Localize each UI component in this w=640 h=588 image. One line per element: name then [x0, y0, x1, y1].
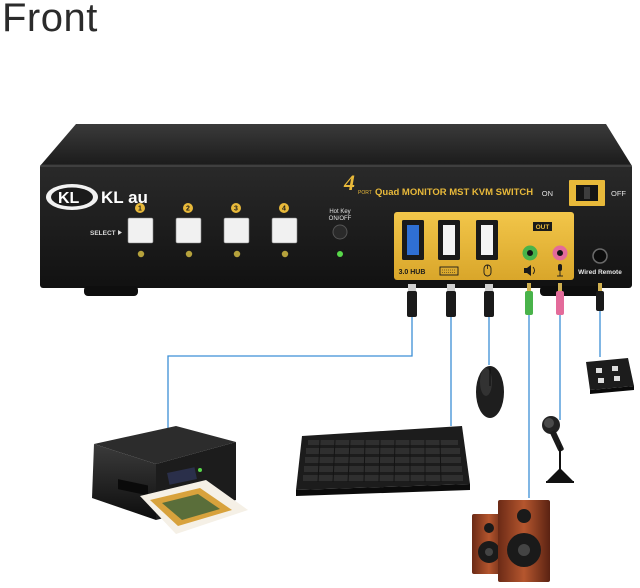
printer-icon — [92, 426, 248, 534]
wired-remote-device-icon — [586, 358, 634, 394]
select-label: SELECT — [90, 230, 116, 237]
port-1-number: 1 — [138, 206, 142, 213]
wired-remote-jack[interactable] — [592, 248, 608, 264]
power-switch: ON OFF — [542, 180, 626, 206]
keyboard-device-icon — [296, 426, 470, 496]
port-3-led — [233, 250, 241, 258]
hotkey-label-line2: ON/OFF — [329, 216, 352, 222]
svg-text:KL: KL — [58, 190, 80, 207]
port-4-led — [281, 250, 289, 258]
microphone-device-icon — [542, 416, 574, 483]
hub-label: 3.0 HUB — [399, 269, 426, 276]
port-2-selector[interactable]: 2 — [175, 203, 202, 258]
plug-printer — [407, 284, 417, 317]
port-count: 4 — [343, 170, 355, 195]
port-button-group: 1 2 3 4 — [127, 203, 298, 258]
wired-remote-label: Wired Remote — [578, 269, 622, 276]
page-heading: Front — [2, 0, 98, 40]
plug-mic — [556, 283, 564, 315]
port-panel: OUT 3.0 HUB — [394, 212, 574, 280]
brand-logo: KL KL au — [46, 184, 148, 210]
hotkey-control: Hot Key ON/OFF — [329, 209, 352, 257]
port-2-button[interactable] — [175, 217, 202, 244]
select-arrow-icon — [118, 230, 122, 235]
power-on-label: ON — [542, 189, 553, 198]
port-1-selector[interactable]: 1 — [127, 203, 154, 258]
microphone-icon — [557, 264, 563, 277]
port-1-button[interactable] — [127, 217, 154, 244]
port-4-number: 4 — [282, 206, 286, 213]
hotkey-label-line1: Hot Key — [329, 209, 350, 215]
port-3-button[interactable] — [223, 217, 250, 244]
mouse-icon — [483, 264, 492, 277]
connection-lines — [167, 311, 601, 498]
brand-suffix: KL au — [101, 188, 148, 207]
plug-speaker — [525, 283, 533, 315]
product-name: Quad MONITOR MST KVM SWITCH — [375, 187, 533, 198]
plug-mouse — [484, 284, 494, 317]
plug-keyboard — [446, 284, 456, 317]
speakers-icon — [472, 500, 550, 582]
audio-out-label: OUT — [536, 224, 550, 231]
port-word: PORT — [358, 190, 372, 196]
speaker-icon — [524, 265, 535, 276]
plug-remote — [596, 283, 604, 311]
power-off-label: OFF — [611, 189, 626, 198]
port-4-button[interactable] — [271, 217, 298, 244]
hotkey-led — [337, 251, 343, 257]
port-2-number: 2 — [186, 206, 190, 213]
mouse-device-icon — [476, 366, 504, 418]
port-3-number: 3 — [234, 206, 238, 213]
port-3-selector[interactable]: 3 — [223, 203, 250, 258]
hotkey-button[interactable] — [332, 224, 348, 240]
printer-cable — [167, 317, 413, 432]
port-1-led — [137, 250, 145, 258]
port-2-led — [185, 250, 193, 258]
port-4-selector[interactable]: 4 — [271, 203, 298, 258]
keyboard-icon — [439, 266, 459, 276]
product-title: 4 PORT Quad MONITOR MST KVM SWITCH — [343, 170, 533, 198]
